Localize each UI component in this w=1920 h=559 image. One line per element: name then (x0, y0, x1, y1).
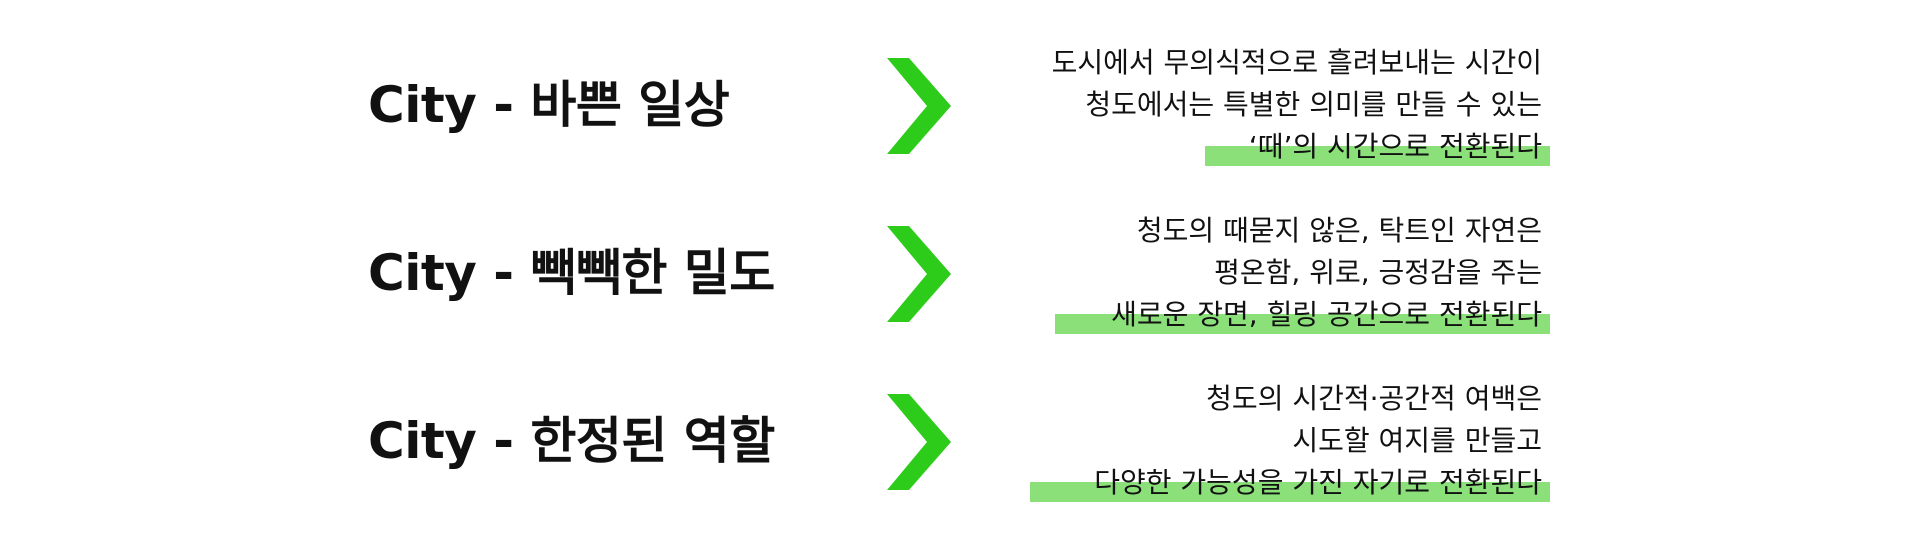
row-heading: City - 바쁜 일상 (368, 76, 730, 134)
description-line: 평온함, 위로, 긍정감을 주는 (1214, 256, 1542, 289)
description-line: 도시에서 무의식적으로 흘려보내는 시간이 (1051, 46, 1542, 79)
chevron-right-icon (887, 58, 951, 154)
comparison-row: City - 바쁜 일상 도시에서 무의식적으로 흘려보내는 시간이 청도에서는… (0, 30, 1920, 180)
row-description: 청도의 때묻지 않은, 탁트인 자연은 평온함, 위로, 긍정감을 주는 새로운… (1055, 210, 1550, 336)
chevron-right-icon (887, 226, 951, 322)
description-line: 시도할 여지를 만들고 (1292, 424, 1542, 457)
row-description: 도시에서 무의식적으로 흘려보내는 시간이 청도에서는 특별한 의미를 만들 수… (1051, 42, 1551, 168)
description-line: 청도에서는 특별한 의미를 만들 수 있는 (1085, 88, 1542, 121)
highlighted-description-line: ‘때’의 시간으로 전환된다 (1052, 126, 1551, 168)
row-description: 청도의 시간적·공간적 여백은 시도할 여지를 만들고 다양한 가능성을 가진 … (1030, 378, 1550, 504)
highlighted-description-line: 새로운 장면, 힐링 공간으로 전환된다 (1055, 294, 1550, 336)
highlighted-description-line: 다양한 가능성을 가진 자기로 전환된다 (1030, 462, 1550, 504)
comparison-row: City - 빽빽한 밀도 청도의 때묻지 않은, 탁트인 자연은 평온함, 위… (0, 198, 1920, 348)
description-line: 청도의 시간적·공간적 여백은 (1206, 382, 1542, 415)
chevron-right-icon (887, 394, 951, 490)
comparison-row: City - 한정된 역할 청도의 시간적·공간적 여백은 시도할 여지를 만들… (0, 366, 1920, 516)
row-heading: City - 한정된 역할 (368, 412, 775, 470)
row-heading: City - 빽빽한 밀도 (368, 244, 775, 302)
description-line: 청도의 때묻지 않은, 탁트인 자연은 (1136, 214, 1542, 247)
